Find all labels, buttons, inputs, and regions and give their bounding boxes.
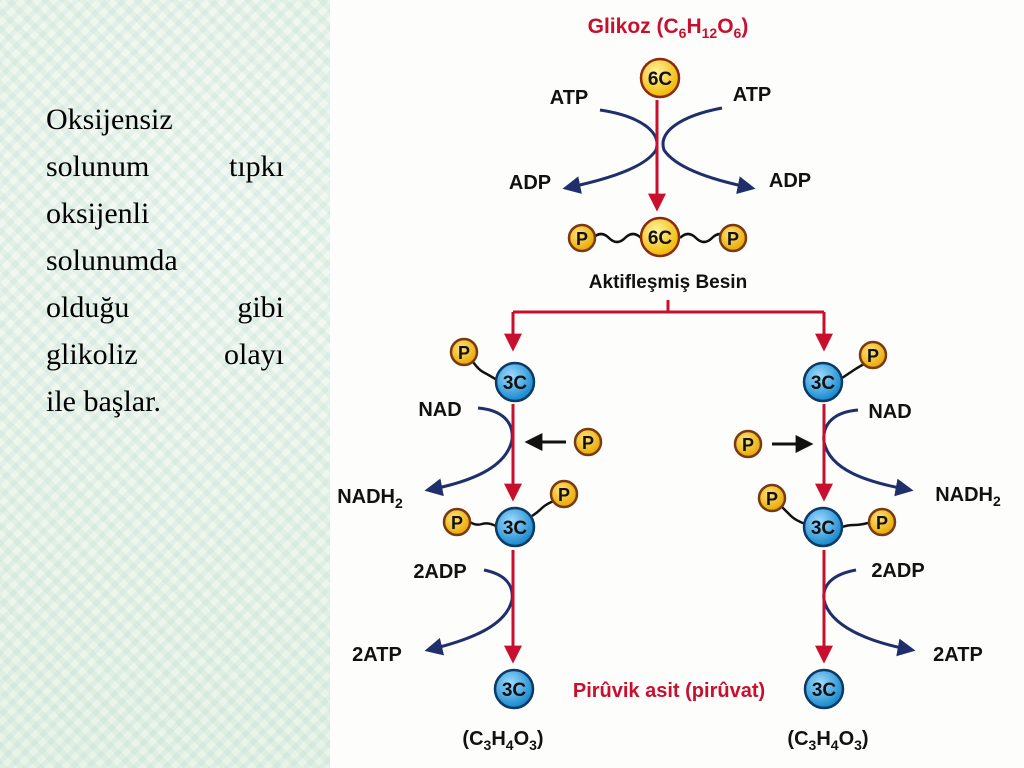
three-carbon-node: 3C	[494, 506, 536, 548]
text-line-5: olduğu gibi	[46, 291, 284, 324]
svg-text:P: P	[458, 343, 470, 363]
glycolysis-diagram: Glikoz (C6H12O6) 6C ATP ATP ADP ADP P 6C…	[330, 0, 1024, 768]
pyruvate-label: Pirûvik asit (pirûvat)	[573, 680, 765, 702]
atp-left-label: ATP	[550, 87, 589, 109]
phosphate-icon: P	[442, 507, 472, 537]
glucose-6c-node: 6C	[639, 57, 681, 99]
three-carbon-node: 3C	[802, 361, 844, 403]
adp-to-atp-right-arrow	[822, 568, 916, 657]
phosphate-icon: P	[549, 479, 579, 509]
phosphate-icon: P	[573, 427, 603, 457]
svg-text:P: P	[766, 489, 778, 509]
nadh-left-label: NADH2	[337, 486, 403, 511]
pyruvate-formula-left: (C3H4O3)	[462, 728, 543, 753]
svg-text:P: P	[876, 513, 888, 533]
phosphate-icon: P	[757, 483, 787, 513]
glycolysis-diagram-svg: Glikoz (C6H12O6) 6C ATP ATP ADP ADP P 6C…	[337, 15, 1001, 753]
nadh-right-label: NADH2	[935, 484, 1001, 509]
activated-nutrient-label: Aktifleşmiş Besin	[589, 272, 747, 293]
2atp-right-label: 2ATP	[933, 644, 983, 666]
2atp-left-label: 2ATP	[352, 644, 402, 666]
svg-text:3C: 3C	[502, 680, 527, 701]
svg-text:P: P	[582, 433, 594, 453]
svg-text:3C: 3C	[811, 373, 836, 394]
three-carbon-node: 3C	[802, 506, 844, 548]
nad-right-label: NAD	[868, 401, 911, 423]
slide-text: Oksijensiz solunum tıpkı oksijenli solun…	[46, 96, 284, 425]
svg-text:3C: 3C	[811, 518, 836, 539]
atp-right-label: ATP	[733, 84, 772, 106]
text-line-1: Oksijensiz	[46, 103, 173, 136]
nad-to-nadh-left-arrow	[424, 406, 514, 497]
diagram-title: Glikoz (C6H12O6)	[588, 15, 749, 41]
phosphate-icon: P	[867, 507, 897, 537]
svg-text:P: P	[451, 513, 463, 533]
pyruvate-3c-node: 3C	[493, 668, 535, 710]
activated-molecule: P 6C P	[567, 216, 748, 258]
adp-right-label: ADP	[769, 170, 811, 192]
svg-text:3C: 3C	[503, 373, 528, 394]
phosphate-icon: P	[858, 340, 888, 370]
atp-to-adp-left-arrow	[562, 108, 659, 194]
text-line-3: oksijenli	[46, 197, 150, 230]
phosphate-icon: P	[449, 337, 479, 367]
nad-left-label: NAD	[418, 399, 461, 421]
activated-6c-node: 6C	[639, 216, 681, 258]
phosphate-icon: P	[718, 223, 748, 253]
adp-left-label: ADP	[509, 172, 551, 194]
svg-text:P: P	[727, 229, 739, 249]
phosphate-icon: P	[567, 223, 597, 253]
atp-to-adp-right-arrow	[661, 106, 756, 194]
text-line-2: solunum tıpkı	[46, 150, 284, 183]
right-branch: P 3C NAD P NADH2 P P 3C 2ADP	[733, 340, 1001, 753]
svg-text:P: P	[576, 229, 588, 249]
adp-to-atp-left-arrow	[424, 568, 514, 656]
text-line-7: ile başlar.	[46, 385, 161, 418]
svg-text:P: P	[742, 435, 754, 455]
svg-text:6C: 6C	[648, 69, 673, 90]
three-carbon-node: 3C	[494, 361, 536, 403]
split-bracket	[504, 300, 833, 352]
pyruvate-3c-node: 3C	[803, 668, 845, 710]
svg-text:P: P	[867, 346, 879, 366]
left-branch: P 3C NAD P NADH2 P P 3C 2ADP	[337, 337, 603, 753]
svg-text:3C: 3C	[503, 518, 528, 539]
svg-text:P: P	[558, 485, 570, 505]
phosphate-icon: P	[733, 429, 763, 459]
svg-text:3C: 3C	[812, 680, 837, 701]
text-line-6: glikoliz olayı	[46, 338, 284, 371]
2adp-right-label: 2ADP	[871, 560, 924, 582]
pyruvate-formula-right: (C3H4O3)	[787, 728, 868, 753]
2adp-left-label: 2ADP	[413, 561, 466, 583]
text-line-4: solunumda	[46, 244, 178, 277]
svg-text:6C: 6C	[648, 228, 673, 249]
